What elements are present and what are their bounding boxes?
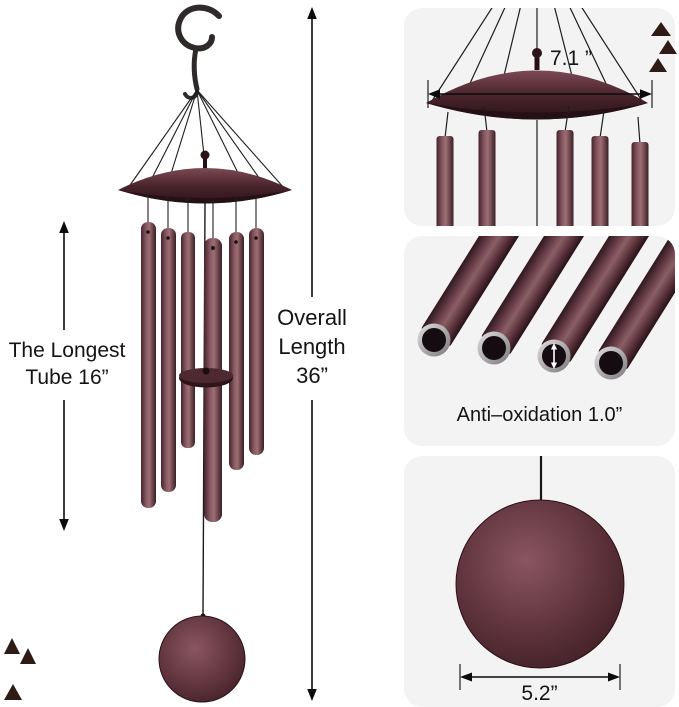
sail-disc (455, 456, 625, 669)
chime-strings-upper (127, 89, 285, 189)
triangle-icon (649, 58, 667, 72)
longest-tube-label: The Longest Tube 16” (1, 337, 133, 391)
overall-length-label-line2: Length (278, 334, 346, 359)
sail-detail-panel: 5.2” (404, 456, 675, 707)
triangle-icon (20, 648, 36, 664)
sail-detail-image (455, 456, 625, 690)
decorative-triangles-top-right (649, 22, 677, 72)
canopy-tube-strings (444, 105, 641, 226)
decorative-triangles-bottom-left (4, 638, 36, 700)
triangle-icon (4, 684, 22, 700)
canopy-width-label: 7.1 ” (550, 47, 593, 70)
chime-clapper (179, 367, 233, 388)
canopy-tubes (436, 130, 649, 226)
tube-detail-panel: Anti–oxidation 1.0” (404, 236, 675, 446)
chime-wind-sail (158, 613, 246, 703)
overall-length-arrow (307, 7, 317, 701)
tube-thickness-arrow (550, 343, 558, 369)
anti-oxidation-label: Anti–oxidation 1.0” (456, 404, 623, 426)
longest-tube-label-line1: The Longest (8, 339, 126, 362)
overall-length-label-line3: 36” (296, 363, 328, 388)
canopy-width-arrow (427, 80, 653, 108)
canopy-detail-panel: 7.1 ” (404, 8, 675, 226)
chime-hook-icon (175, 4, 222, 100)
triangle-icon (4, 638, 20, 654)
sail-diameter-label: 5.2” (521, 682, 558, 705)
tube-detail-image (417, 236, 675, 380)
canopy-detail-image (426, 8, 653, 226)
tube-cylinders (417, 236, 675, 380)
canopy-strings (429, 8, 645, 105)
longest-tube-arrow (59, 221, 69, 531)
overall-length-label-line1: Overall (277, 305, 347, 330)
longest-tube-label-line2: Tube 16” (25, 366, 109, 389)
wind-chime-photo (59, 4, 317, 703)
triangle-icon (651, 22, 671, 36)
triangle-icon (659, 40, 677, 54)
sail-diameter-arrow (459, 664, 621, 690)
overall-length-label: Overall Length 36” (262, 303, 362, 390)
canopy-dome (426, 48, 648, 120)
chime-canopy (118, 150, 292, 204)
chime-tube-strings (147, 194, 257, 242)
